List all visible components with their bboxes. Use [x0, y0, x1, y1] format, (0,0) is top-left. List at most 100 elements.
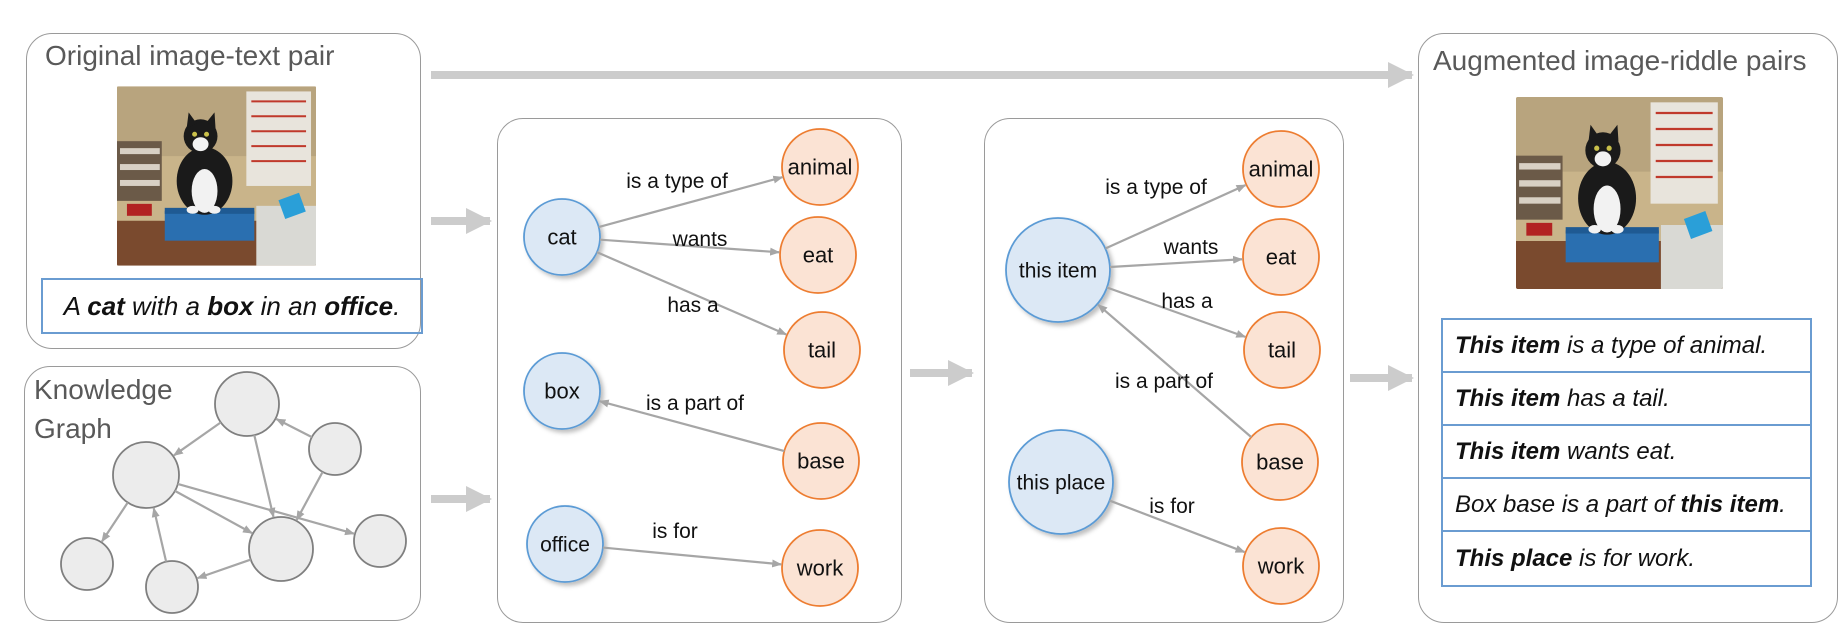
- node-work-label: work: [1257, 554, 1305, 579]
- node-this-place-label: this place: [1017, 471, 1106, 494]
- edge-is-a-type-of: is a type of: [598, 170, 784, 229]
- kg-edge: [253, 434, 276, 518]
- node-this-place: this place: [1008, 429, 1114, 535]
- node-base-label: base: [797, 449, 845, 474]
- kg-node: [60, 537, 114, 591]
- edge-is-a-part-of: is a part of: [1097, 303, 1252, 438]
- node-work-label: work: [796, 556, 844, 581]
- kg-edge: [174, 489, 253, 535]
- node-animal-label: animal: [1249, 157, 1314, 182]
- riddle-row: This item wants eat.: [1443, 426, 1810, 479]
- node-office: office: [526, 505, 604, 583]
- node-cat: cat: [523, 198, 601, 276]
- cat-photo-image: [1516, 97, 1723, 289]
- riddle-row: This item has a tail.: [1443, 373, 1810, 426]
- node-work: work: [1242, 527, 1320, 605]
- node-animal-label: animal: [788, 155, 853, 180]
- riddle-text: .: [1779, 490, 1786, 518]
- riddle-text: Box base is a part of: [1455, 490, 1681, 518]
- edge-is-for-label: is for: [1149, 495, 1195, 518]
- node-base: base: [782, 422, 860, 500]
- node-eat: eat: [779, 216, 857, 294]
- kg-edge: [196, 558, 252, 580]
- edge-has-a: has a: [1106, 286, 1247, 338]
- node-box: box: [523, 352, 601, 430]
- original-caption: A cat with a box in an office.: [41, 278, 423, 334]
- node-base-label: base: [1256, 450, 1304, 475]
- node-cat-label: cat: [547, 225, 576, 250]
- kg-edge: [172, 421, 222, 457]
- edge-is-a-type-of-label: is a type of: [626, 170, 728, 193]
- edge-has-a-label: has a: [1161, 290, 1213, 313]
- kg-node: [214, 371, 280, 437]
- edge-has-a: has a: [596, 251, 788, 336]
- riddle-bold-text: This item: [1455, 437, 1561, 465]
- edge-is-a-type-of-label: is a type of: [1105, 176, 1207, 199]
- edge-wants-label: wants: [1163, 236, 1219, 259]
- edge-wants: wants: [1109, 236, 1244, 269]
- knowledge-graph-title-line2: Graph: [34, 413, 112, 444]
- kg-edge: [295, 471, 324, 521]
- edge-wants: wants: [599, 228, 781, 256]
- node-this-item: this item: [1005, 217, 1111, 323]
- node-tail-label: tail: [808, 338, 836, 363]
- edge-is-a-part-of-label: is a part of: [1115, 370, 1213, 393]
- kg-node: [145, 560, 199, 614]
- edge-is-for: is for: [1109, 495, 1246, 554]
- original-photo: [117, 86, 316, 266]
- riddle-row: Box base is a part of this item.: [1443, 479, 1810, 532]
- kg-edge: [101, 501, 129, 543]
- edge-has-a-label: has a: [667, 294, 719, 317]
- riddle-table: This item is a type of animal.This item …: [1441, 318, 1812, 587]
- riddle-text: is for work.: [1572, 544, 1696, 572]
- node-tail: tail: [1243, 311, 1321, 389]
- caption-text: in an: [253, 290, 325, 321]
- edge-is-for: is for: [602, 520, 783, 568]
- edge-wants-label: wants: [672, 228, 728, 251]
- caption-bold-text: office: [324, 290, 394, 321]
- riddle-bold-text: This item: [1455, 384, 1561, 412]
- edge-is-a-part-of-label: is a part of: [646, 392, 744, 415]
- riddle-row: This place is for work.: [1443, 532, 1810, 585]
- node-work: work: [781, 529, 859, 607]
- caption-bold-text: cat: [87, 290, 125, 321]
- node-office-label: office: [540, 533, 590, 556]
- node-eat-label: eat: [803, 243, 834, 268]
- riddle-bold-text: this item: [1680, 490, 1780, 518]
- node-this-item-label: this item: [1019, 259, 1097, 282]
- node-box-label: box: [544, 379, 579, 404]
- augmented-photo: [1516, 97, 1723, 289]
- edge-is-a-type-of: is a type of: [1104, 176, 1247, 250]
- kg-edge: [151, 507, 168, 562]
- knowledge-graph-title-line1: Knowledge: [34, 374, 173, 405]
- riddle-bold-text: This item: [1455, 331, 1561, 359]
- caption-bold-text: box: [207, 290, 254, 321]
- riddle-text: is a type of animal.: [1560, 331, 1768, 359]
- edge-is-for-label: is for: [652, 520, 698, 543]
- kg-node: [353, 514, 407, 568]
- riddle-bold-text: This place: [1455, 544, 1573, 572]
- augmented-pairs-title: Augmented image-riddle pairs: [1433, 45, 1807, 76]
- riddle-text: wants eat.: [1560, 437, 1677, 465]
- kg-node: [248, 516, 314, 582]
- kg-node: [112, 441, 180, 509]
- riddle-row: This item is a type of animal.: [1443, 320, 1810, 373]
- kg-node: [308, 422, 362, 476]
- node-base: base: [1241, 423, 1319, 501]
- original-pair-title: Original image-text pair: [45, 40, 335, 71]
- caption-text: .: [393, 290, 401, 321]
- node-eat-label: eat: [1266, 245, 1297, 270]
- riddle-text: has a tail.: [1560, 384, 1670, 412]
- caption-text: with a: [124, 290, 208, 321]
- cat-photo-image: [117, 86, 316, 266]
- node-animal: animal: [1242, 130, 1320, 208]
- node-eat: eat: [1242, 218, 1320, 296]
- kg-edge: [177, 482, 355, 536]
- node-tail: tail: [783, 311, 861, 389]
- node-animal: animal: [781, 128, 859, 206]
- kg-edge: [275, 418, 313, 439]
- caption-text: A: [63, 290, 88, 321]
- edge-is-a-part-of: is a part of: [598, 392, 785, 453]
- node-tail-label: tail: [1268, 338, 1296, 363]
